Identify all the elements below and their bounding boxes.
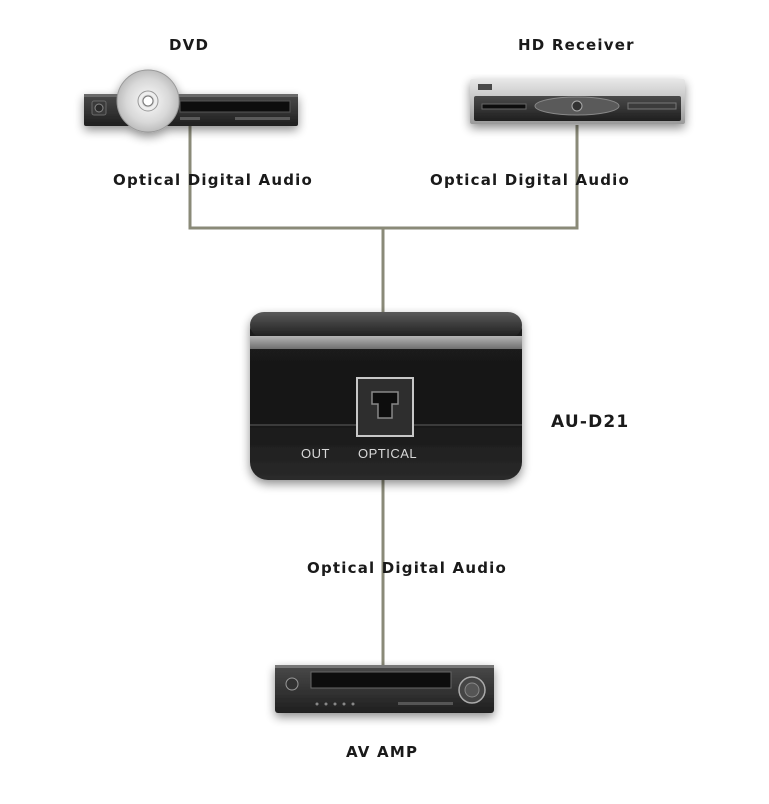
- dvd-player: [84, 69, 298, 133]
- av-amp: [275, 665, 494, 713]
- cable-lines: [188, 125, 579, 668]
- au-d21-splitter: [250, 312, 522, 480]
- amp-connection-label: Optical Digital Audio: [307, 559, 507, 577]
- port-out-label: OUT: [301, 446, 330, 461]
- receiver-connection-label: Optical Digital Audio: [430, 171, 630, 189]
- hd-receiver-title: HD Receiver: [518, 36, 635, 54]
- port-optical-label: OPTICAL: [358, 446, 417, 461]
- dvd-connection-label: Optical Digital Audio: [113, 171, 313, 189]
- av-amp-title: AV AMP: [346, 743, 419, 761]
- cable-dvd: [188, 125, 383, 230]
- hd-receiver: [470, 79, 685, 124]
- au-d21-title: AU-D21: [551, 412, 630, 432]
- dvd-title: DVD: [169, 36, 210, 54]
- cable-receiver: [383, 125, 579, 230]
